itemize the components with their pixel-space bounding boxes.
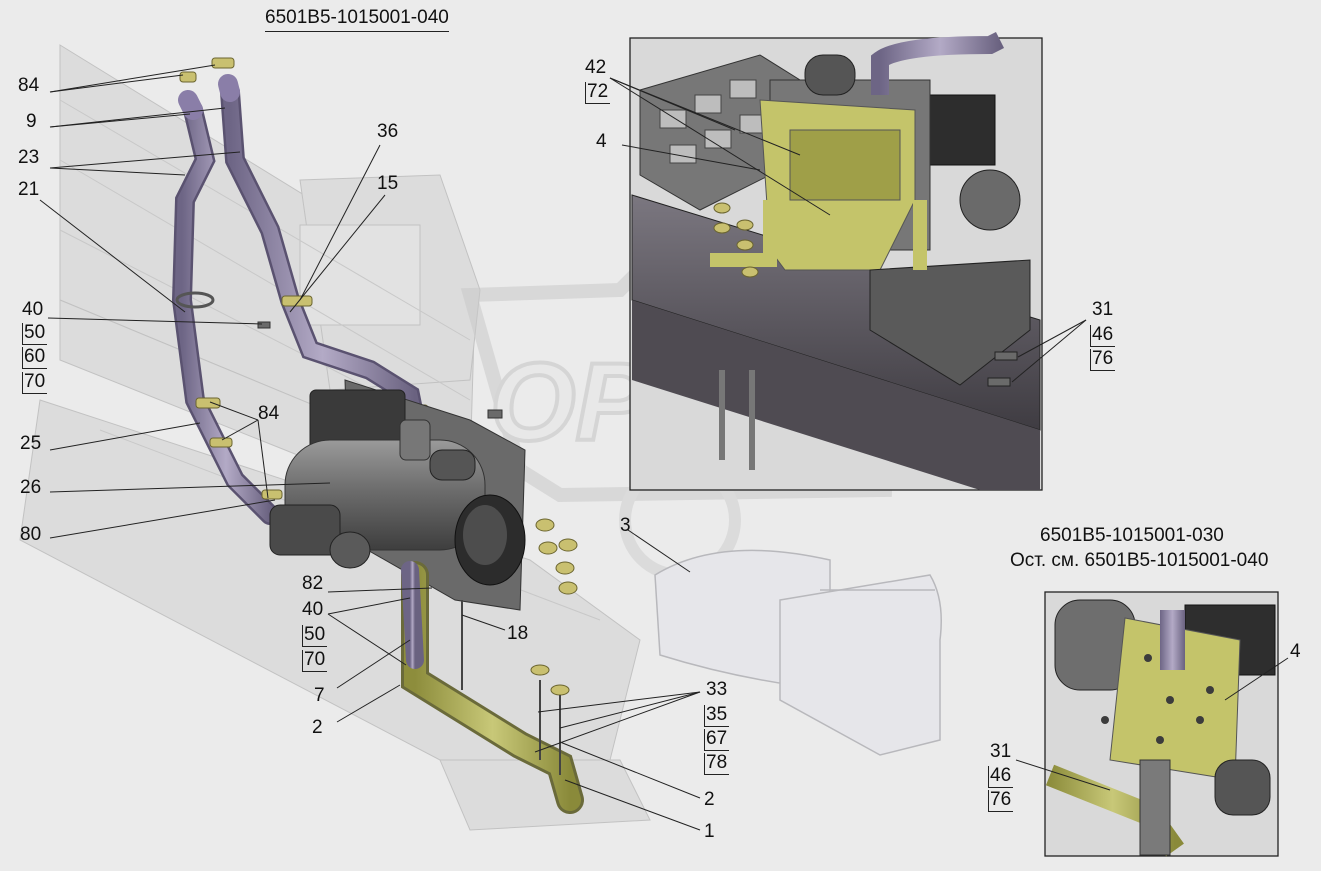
callout-26: 26 bbox=[20, 477, 42, 498]
callout-15: 15 bbox=[377, 173, 399, 194]
callout-42: 42 bbox=[585, 57, 607, 78]
callout-3: 3 bbox=[620, 515, 631, 536]
callout-21: 21 bbox=[18, 179, 40, 200]
callout-33: 33 bbox=[706, 679, 728, 700]
heater-hoses bbox=[171, 74, 425, 525]
callout-80: 80 bbox=[20, 524, 42, 545]
callout-72: 72 bbox=[585, 81, 611, 104]
callout-35: 35 bbox=[704, 704, 730, 727]
callout-23: 23 bbox=[18, 147, 40, 168]
leader-lines bbox=[39, 64, 1289, 831]
callout-70-exhaust: 70 bbox=[302, 649, 328, 672]
callout-7: 7 bbox=[314, 685, 325, 706]
callout-31-top: 31 bbox=[1092, 299, 1114, 320]
callout-31-bottom: 31 bbox=[990, 741, 1012, 762]
fasteners bbox=[257, 321, 578, 696]
callout-50-exhaust: 50 bbox=[302, 624, 328, 647]
callout-76-bottom: 76 bbox=[988, 789, 1014, 812]
callout-25: 25 bbox=[20, 433, 42, 454]
callout-2-lower: 2 bbox=[704, 789, 715, 810]
callout-18: 18 bbox=[507, 623, 529, 644]
callout-84-heater: 84 bbox=[258, 403, 280, 424]
inset-top-drawing bbox=[631, 31, 1041, 490]
inset-bottom-drawing bbox=[1045, 599, 1276, 857]
callout-82: 82 bbox=[302, 573, 324, 594]
callout-67: 67 bbox=[704, 728, 730, 751]
callout-4-bottom: 4 bbox=[1290, 641, 1301, 662]
callout-2-upper: 2 bbox=[312, 717, 323, 738]
callout-84: 84 bbox=[18, 75, 40, 96]
callout-40-exhaust: 40 bbox=[302, 599, 324, 620]
callout-46-bottom: 46 bbox=[988, 765, 1014, 788]
callout-4-top: 4 bbox=[596, 131, 607, 152]
callout-60: 60 bbox=[22, 346, 48, 369]
callout-50: 50 bbox=[22, 322, 48, 345]
exhaust-pipe bbox=[401, 561, 584, 814]
callout-36: 36 bbox=[377, 121, 399, 142]
heater-cover bbox=[654, 549, 942, 756]
callout-76-top: 76 bbox=[1090, 348, 1116, 371]
callout-9: 9 bbox=[26, 111, 37, 132]
callout-70: 70 bbox=[22, 371, 48, 394]
variant-assembly-title: 6501B5-1015001-030 bbox=[1040, 525, 1224, 546]
callout-1: 1 bbox=[704, 821, 715, 842]
variant-assembly-note: Ост. см. 6501B5-1015001-040 bbox=[1010, 550, 1269, 571]
main-assembly-title: 6501B5-1015001-040 bbox=[265, 7, 449, 32]
heater-unit bbox=[269, 379, 526, 611]
callout-46-top: 46 bbox=[1090, 324, 1116, 347]
callout-40: 40 bbox=[22, 299, 44, 320]
callout-78: 78 bbox=[704, 752, 730, 775]
